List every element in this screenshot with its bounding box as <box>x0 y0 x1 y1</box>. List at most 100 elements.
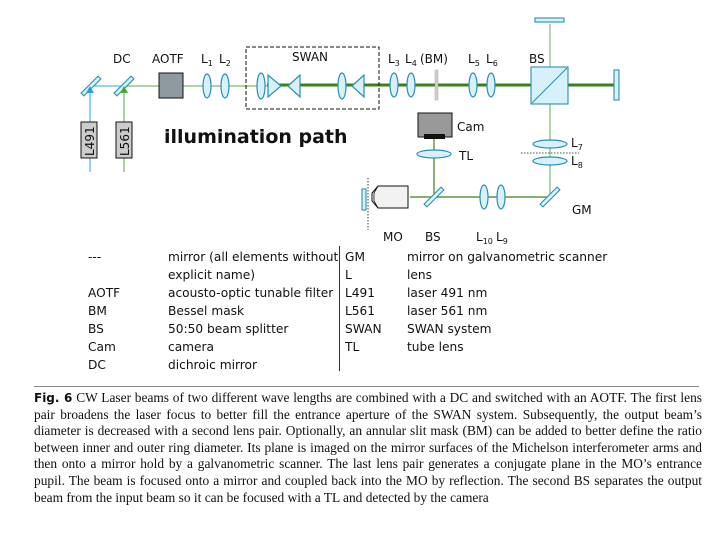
tl-label: TL <box>458 149 473 163</box>
objective-tip <box>373 185 379 209</box>
swan-prism-1 <box>267 73 282 99</box>
beam-splitter-diagonal <box>531 67 568 104</box>
legend-row: GM mirror on galvanometric scanner <box>345 248 645 266</box>
legend-desc: explicit name) <box>168 268 256 282</box>
swan-lens-2 <box>337 72 347 100</box>
l2-label: L2 <box>219 52 231 68</box>
lens-l8 <box>532 156 568 166</box>
arrow-491-icon <box>86 86 94 93</box>
bs-bottom-label: BS <box>425 230 441 244</box>
legend-abbr: L561 <box>345 304 376 318</box>
laser-491-box <box>80 121 98 159</box>
figure-number: Fig. 6 <box>34 391 73 405</box>
legend-abbr: L <box>345 268 352 282</box>
swan-box <box>245 46 380 110</box>
aotf-box <box>158 72 184 99</box>
gm-label: GM <box>572 203 592 217</box>
legend-abbr: TL <box>345 340 360 354</box>
caption-text: CW Laser beams of two different wave len… <box>34 390 702 505</box>
dc-label: DC <box>113 52 131 66</box>
sample-mirror <box>361 188 367 211</box>
bs-top-label: BS <box>529 52 545 66</box>
legend-row: --- mirror (all elements without <box>88 248 339 266</box>
legend-row: AOTF acousto-optic tunable filter <box>88 284 336 302</box>
legend-desc: dichroic mirror <box>168 358 257 372</box>
legend-desc: laser 491 nm <box>407 286 488 300</box>
l6-label: L6 <box>486 52 498 68</box>
aotf-label: AOTF <box>152 52 184 66</box>
l4-label: L4 <box>405 52 417 68</box>
legend-row: Cam camera <box>88 338 336 356</box>
l7-label: L7 <box>571 136 583 152</box>
mo-label: MO <box>383 230 403 244</box>
lens-l7 <box>532 139 568 149</box>
galvo-mirror <box>539 186 561 208</box>
l5-label: L5 <box>468 52 480 68</box>
legend-desc: mirror (all elements without <box>168 250 339 264</box>
legend-desc: Bessel mask <box>168 304 245 318</box>
microscope-objective <box>371 185 409 209</box>
lens-l4 <box>406 72 416 98</box>
swan-lens-1 <box>256 72 266 100</box>
l9-label: L9 <box>496 230 508 246</box>
legend-desc: mirror on galvanometric scanner <box>407 250 608 264</box>
legend-abbr: AOTF <box>88 286 121 300</box>
camera-sensor <box>424 134 445 139</box>
mirror-top <box>534 17 565 23</box>
legend-desc: acousto-optic tunable filter <box>168 286 334 300</box>
legend-abbr: GM <box>345 250 365 264</box>
legend-abbr: BS <box>88 322 104 336</box>
legend-row: SWAN SWAN system <box>345 320 645 338</box>
lens-l5 <box>468 72 478 98</box>
legend-abbr: --- <box>88 250 102 264</box>
cam-label: Cam <box>457 120 484 134</box>
bessel-mask <box>434 69 439 101</box>
lens-l2 <box>220 73 230 99</box>
mirror-icon <box>80 75 102 97</box>
swan-prism-3 <box>351 73 365 99</box>
legend-abbr: BM <box>88 304 107 318</box>
l3-label: L3 <box>388 52 400 68</box>
mirror-right <box>613 69 620 101</box>
laser-491-label: L491 <box>83 126 97 156</box>
optical-setup-diagram: L491 L561 DC AOTF L1 L2 SWAN L3 L4 (BM) … <box>80 17 620 246</box>
legend-abbr: L491 <box>345 286 376 300</box>
legend-desc: camera <box>168 340 215 354</box>
legend-abbr: DC <box>88 358 106 372</box>
legend-row: BS 50:50 beam splitter <box>88 320 336 338</box>
bm-label: (BM) <box>420 52 448 66</box>
l10-label: L10 <box>476 230 493 246</box>
laser-561-label: L561 <box>118 126 132 156</box>
swan-label: SWAN <box>292 50 328 64</box>
l8-label: L8 <box>571 154 583 170</box>
legend-desc: laser 561 nm <box>407 304 488 318</box>
legend-desc: tube lens <box>407 340 464 354</box>
arrow-561-icon <box>120 86 128 93</box>
legend-divider <box>339 246 340 371</box>
legend-left-column: --- mirror (all elements without explicit… <box>88 248 339 374</box>
legend-desc: lens <box>407 268 432 282</box>
swan-prism-2 <box>287 73 301 99</box>
beam-splitter-bottom <box>423 186 445 208</box>
legend-abbr: SWAN <box>345 322 382 336</box>
camera-body <box>417 112 453 138</box>
diagram-title: illumination path <box>164 126 348 148</box>
figure-caption: Fig. 6 CW Laser beams of two different w… <box>34 390 702 506</box>
legend-row: DC dichroic mirror <box>88 356 336 374</box>
legend-row: TL tube lens <box>345 338 645 356</box>
laser-561-box <box>115 121 133 159</box>
caption-rule <box>34 386 699 387</box>
lens-l3 <box>389 72 399 98</box>
legend-row: L491 laser 491 nm <box>345 284 645 302</box>
lens-l10 <box>479 184 489 210</box>
lens-l6 <box>486 72 496 98</box>
legend-row: L561 laser 561 nm <box>345 302 645 320</box>
tube-lens <box>416 149 452 159</box>
legend-desc: SWAN system <box>407 322 492 336</box>
legend-desc: 50:50 beam splitter <box>168 322 289 336</box>
beams <box>89 24 614 198</box>
legend-abbr: Cam <box>88 340 116 354</box>
l1-label: L1 <box>201 52 213 68</box>
